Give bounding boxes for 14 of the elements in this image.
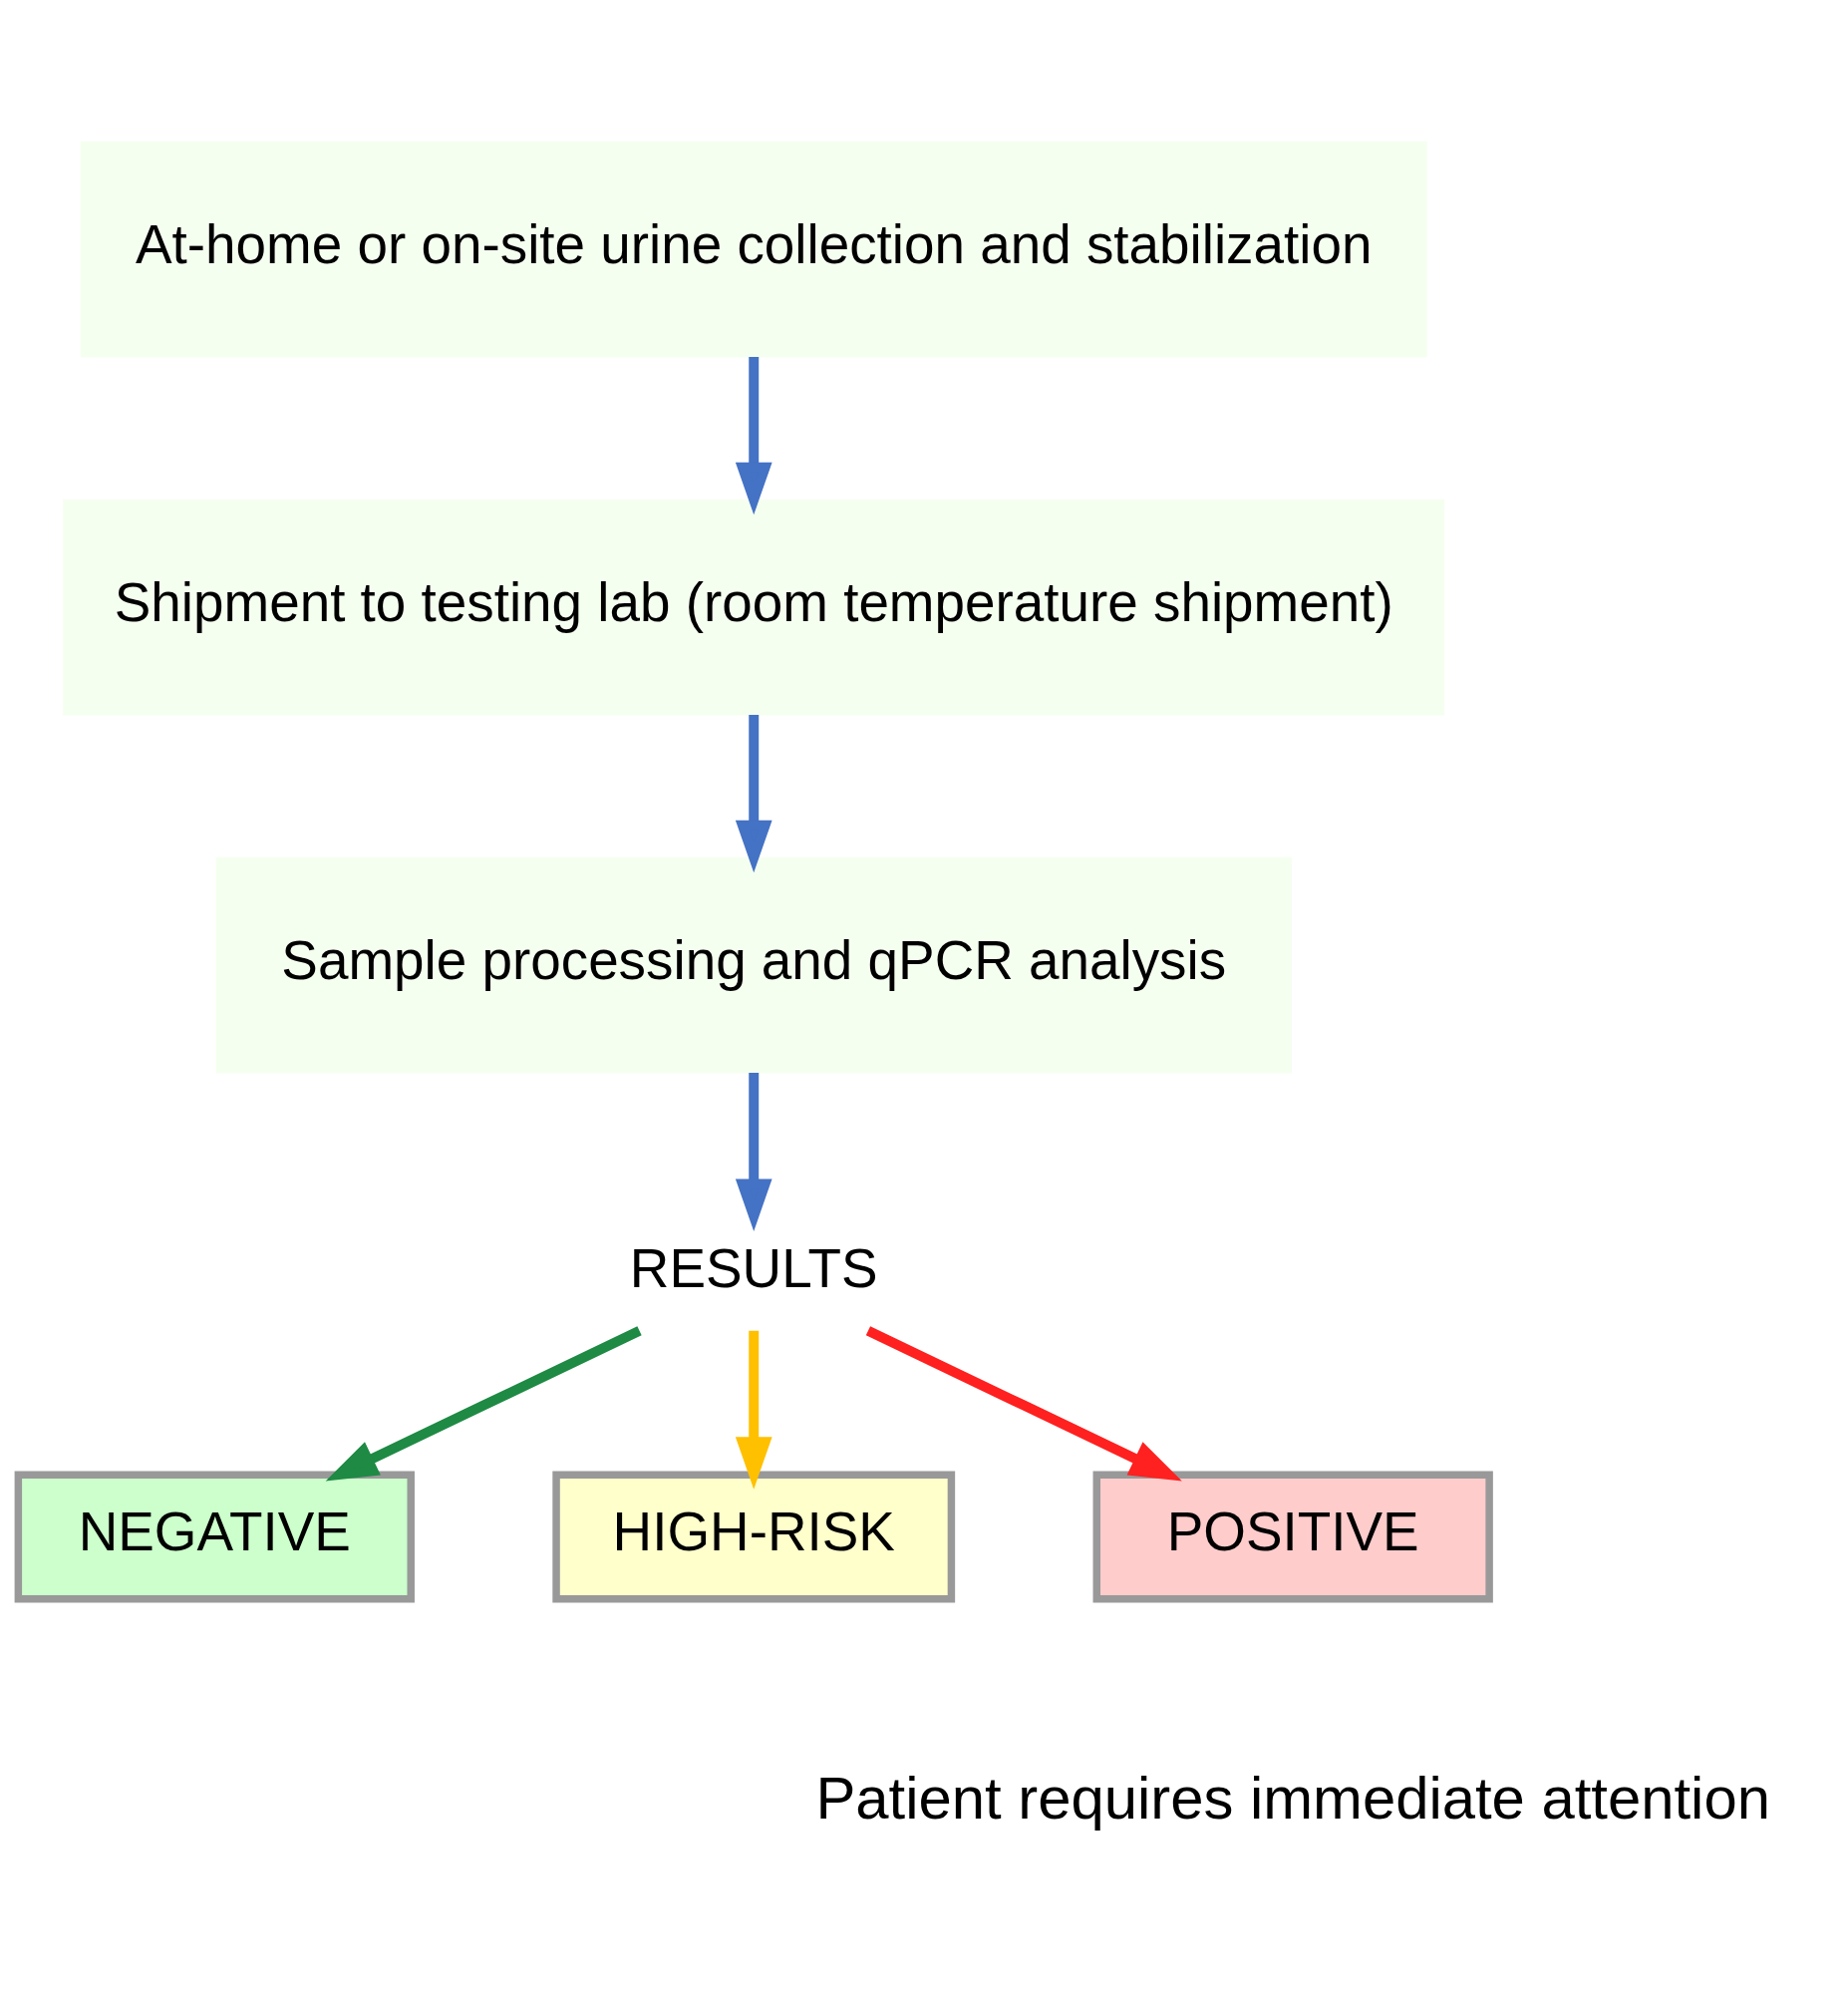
arrow — [325, 1326, 642, 1482]
arrow — [735, 1330, 772, 1490]
label: Patient requires immediate attention — [815, 1764, 1770, 1832]
arrow — [735, 356, 772, 515]
node-box: POSITIVE — [1092, 1471, 1493, 1603]
node-box: NEGATIVE — [14, 1471, 415, 1603]
node-box: Shipment to testing lab (room temperature shipment) — [63, 499, 1445, 716]
arrow — [735, 714, 772, 873]
node-box: At-home or on-site urine collection and stabilization — [80, 141, 1427, 358]
arrow — [735, 1073, 772, 1231]
node-box: HIGH-RISK — [552, 1471, 956, 1603]
arrow — [865, 1326, 1182, 1482]
node-text: RESULTS — [629, 1237, 878, 1300]
node-box: Sample processing and qPCR analysis — [215, 856, 1292, 1074]
